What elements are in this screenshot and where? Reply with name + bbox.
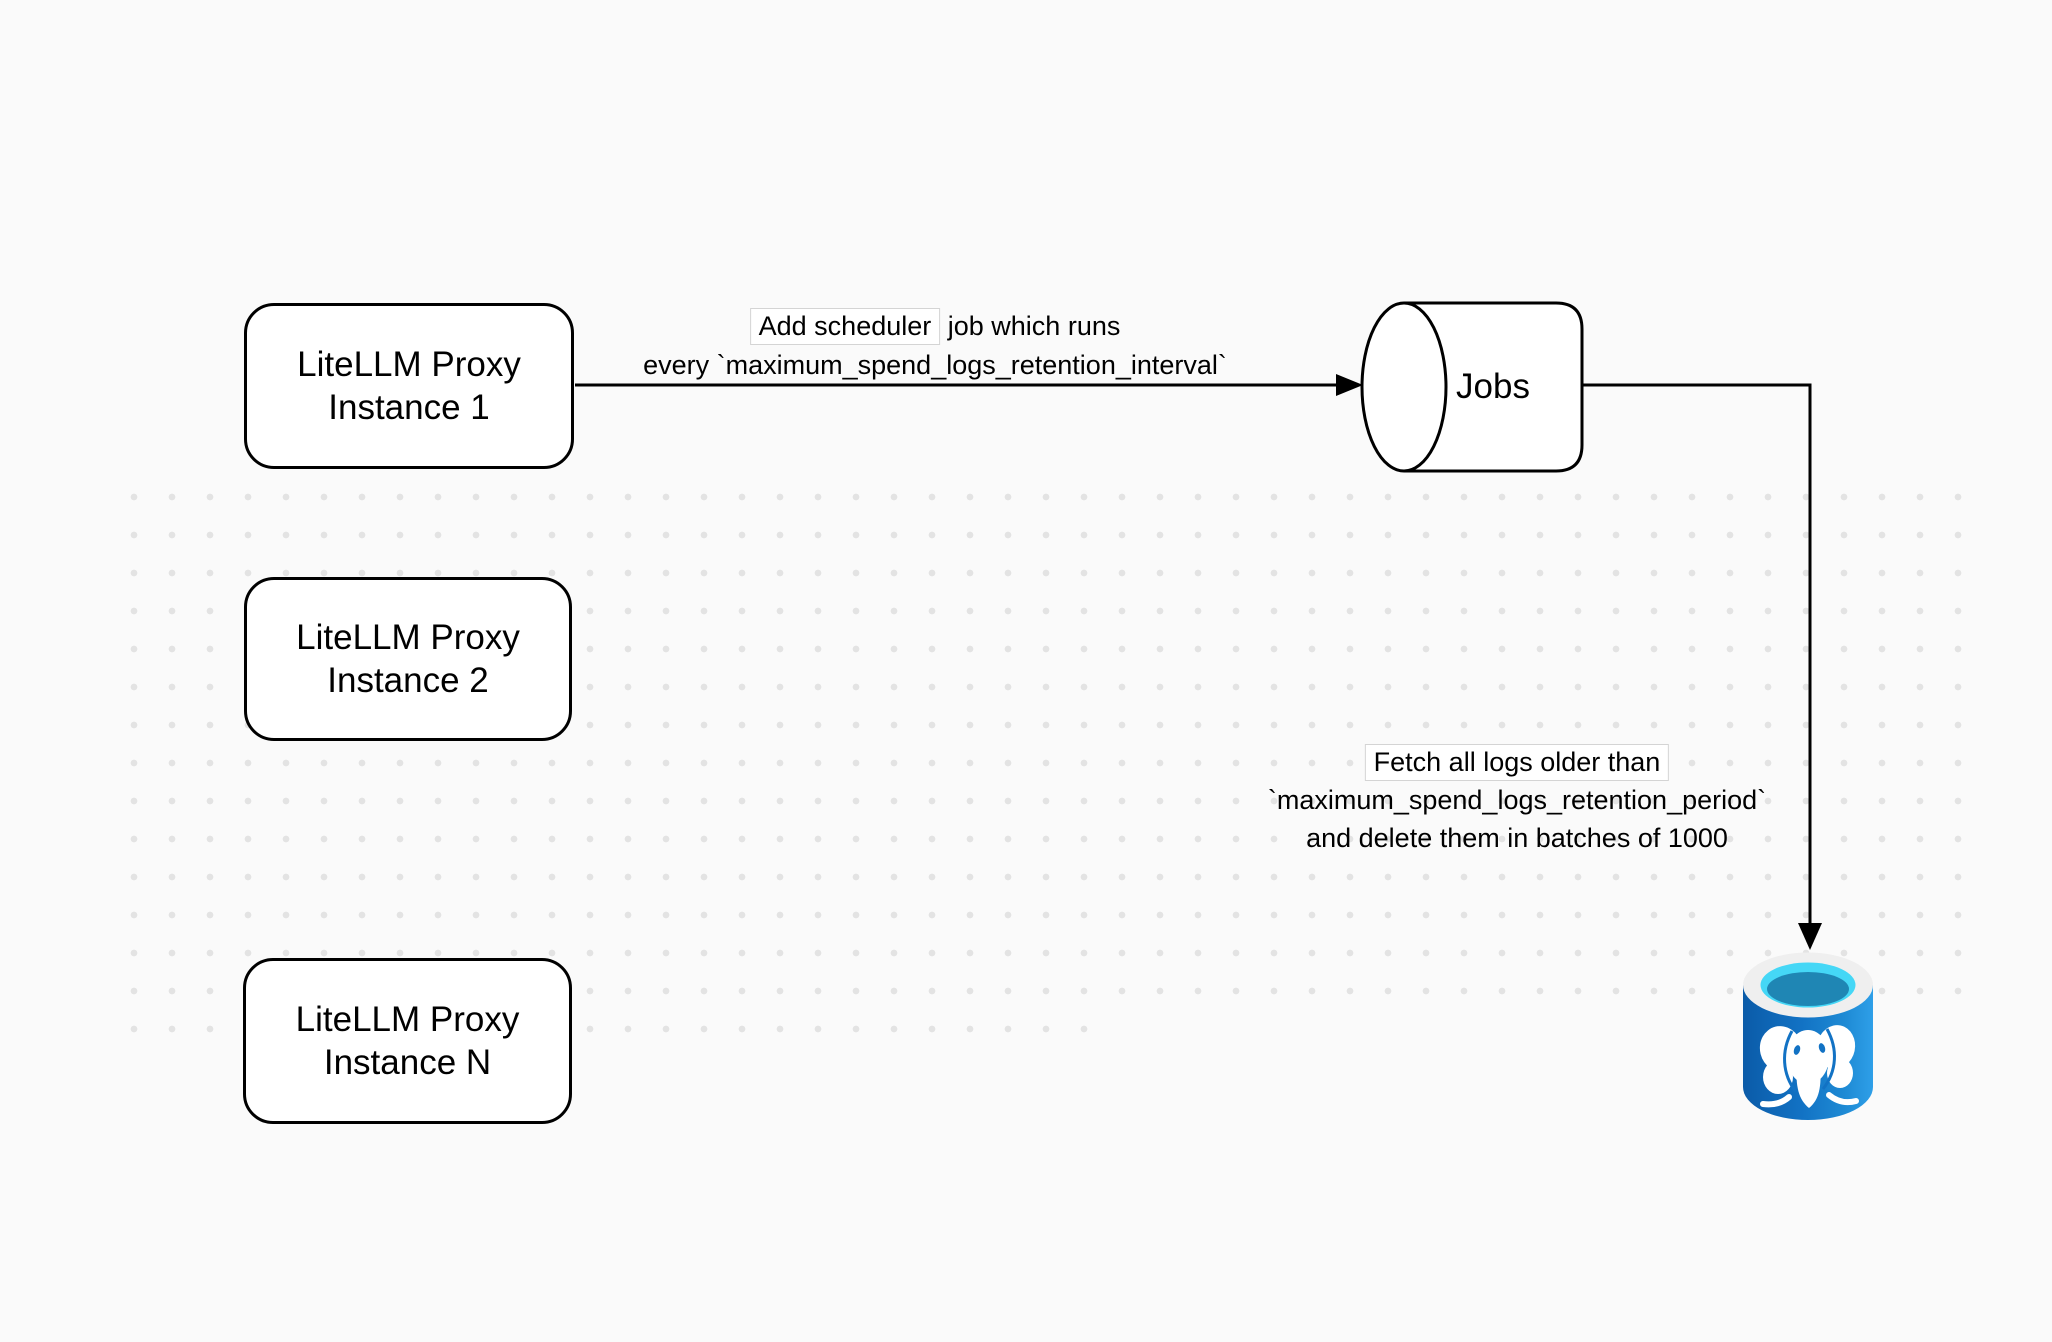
edge-label-cleanup: Fetch all logs older than `maximum_spend… <box>1268 743 1766 857</box>
edge-label-cleanup-line3: and delete them in batches of 1000 <box>1306 823 1728 853</box>
edge-label-scheduler-line2: every `maximum_spend_logs_retention_inte… <box>643 350 1227 380</box>
node-litellm-proxy-instance-1: LiteLLM Proxy Instance 1 <box>244 303 574 469</box>
edge-label-scheduler-line1: Add scheduler job which runs <box>643 307 1227 346</box>
edge-label-cleanup-line2: `maximum_spend_logs_retention_period` <box>1267 785 1767 815</box>
node-label-line2: Instance 2 <box>327 661 489 700</box>
edge-label-scheduler-rest-text: job which runs <box>940 311 1121 341</box>
edge-label-scheduler: Add scheduler job which runs every `maxi… <box>643 307 1227 385</box>
queue-cylinder-cap <box>1360 301 1448 473</box>
edge-cleanup-arrow <box>1582 383 1822 950</box>
node-label-line1: LiteLLM Proxy <box>295 1000 520 1039</box>
node-litellm-proxy-instance-n: LiteLLM Proxy Instance N <box>243 958 572 1124</box>
queue-cylinder-icon <box>1360 301 1584 473</box>
elephant-right-eye <box>1818 1043 1826 1053</box>
edge-label-cleanup-line1: Fetch all logs older than <box>1268 743 1766 781</box>
node-label-line1: LiteLLM Proxy <box>297 345 521 384</box>
node-jobs-label: Jobs <box>1456 367 1530 406</box>
queue-cylinder-body <box>1404 301 1584 473</box>
node-litellm-proxy-instance-2: LiteLLM Proxy Instance 2 <box>244 577 572 741</box>
elephant-left-eye <box>1793 1045 1801 1055</box>
node-label-line2: Instance 1 <box>328 388 490 427</box>
edge-cleanup-arrowhead-icon <box>1798 923 1822 950</box>
edge-scheduler-arrow <box>575 374 1363 396</box>
edge-cleanup-line <box>1582 383 1812 938</box>
node-label-line2: Instance N <box>323 1043 492 1082</box>
edge-label-cleanup-boxed-text: Fetch all logs older than <box>1364 744 1670 781</box>
edge-scheduler-arrowhead-icon <box>1336 374 1363 396</box>
edge-label-scheduler-boxed-text: Add scheduler <box>749 308 941 345</box>
postgres-liquid-depth <box>1767 972 1849 1006</box>
postgresql-database-icon <box>1743 952 1873 1120</box>
node-label-line1: LiteLLM Proxy <box>296 618 520 657</box>
postgres-elephant-icon <box>1759 1025 1859 1108</box>
